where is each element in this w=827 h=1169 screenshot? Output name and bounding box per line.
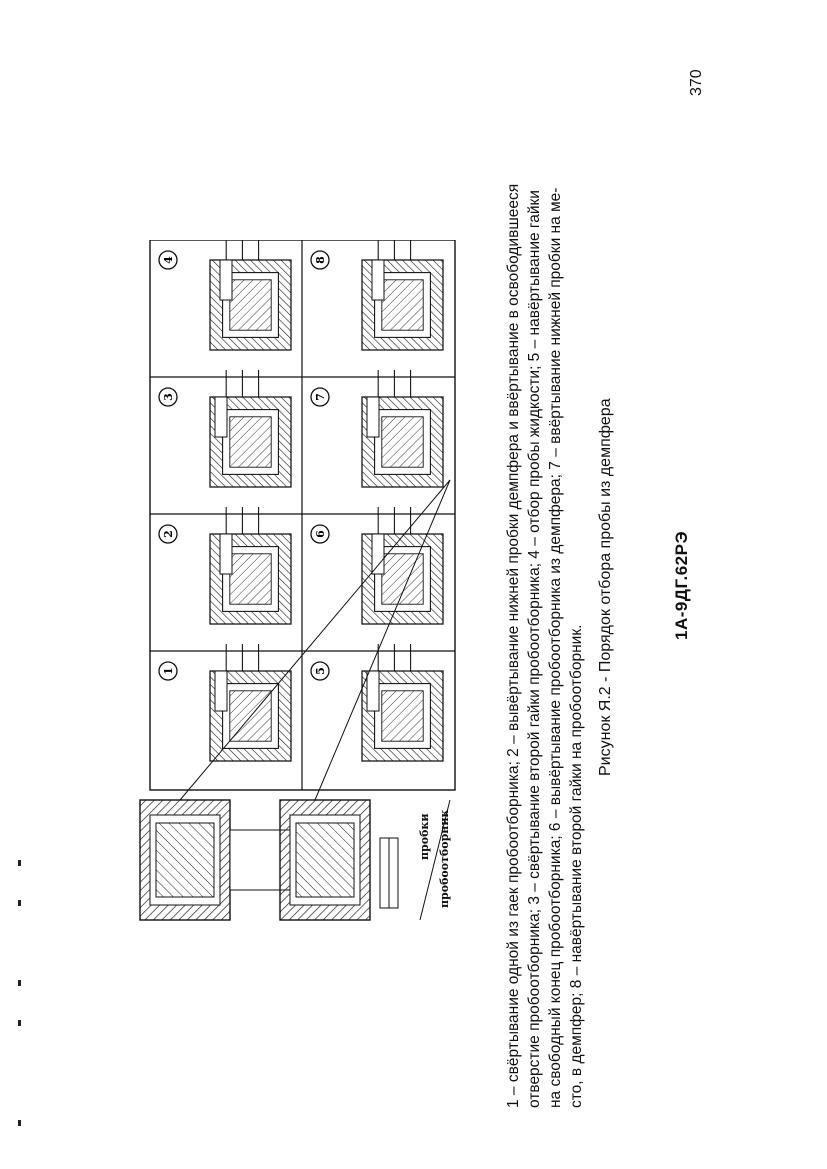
step-panel: 2 [158, 506, 292, 625]
step-number: 5 [314, 667, 327, 675]
legend-line: 1 – свёртывание одной из гаек пробоотбор… [505, 183, 522, 1108]
damper-sampling-figure: 1 2 3 4 5 6 7 8 [139, 240, 456, 921]
sampler-shaft [219, 259, 233, 301]
sampler-shaft [214, 670, 228, 712]
step-number-circle [158, 661, 178, 681]
step-panel: 7 [310, 369, 444, 488]
sampler-shaft [214, 396, 228, 438]
overview-damper-drawing [139, 479, 451, 921]
legend-line: отверстие пробоотборника; 3 – свёртывани… [526, 190, 543, 1108]
sampler-shaft [219, 533, 233, 575]
step-number: 8 [314, 256, 327, 264]
sampler-shaft [366, 396, 380, 438]
scan-mark [18, 1120, 21, 1126]
step-panel: 1 [158, 643, 292, 762]
sampler-shaft [371, 259, 385, 301]
step-number-circle [310, 250, 330, 270]
legend-line: сто, в демпфер; 8 – навёртывание второй … [568, 624, 585, 1108]
scan-mark [18, 900, 21, 906]
step-number: 4 [162, 256, 175, 264]
step-number: 7 [314, 393, 327, 401]
step-number: 6 [314, 530, 327, 538]
step-number-circle [310, 661, 330, 681]
figure-caption: Рисунок Я.2 - Порядок отбора пробы из де… [597, 398, 614, 776]
step-panel: 3 [158, 369, 292, 488]
step-panel: 5 [310, 643, 444, 762]
scan-mark [18, 980, 21, 986]
scan-mark [18, 1020, 21, 1026]
figure-legend: 1 – свёртывание одной из гаек пробоотбор… [503, 68, 587, 1108]
page-number: 370 [688, 69, 705, 96]
step-number: 1 [162, 667, 175, 675]
legend-line: на свободный конец пробоотборника; 6 – в… [547, 187, 564, 1108]
step-number: 3 [162, 393, 175, 401]
document-code: 1А-9ДГ.62РЭ [672, 530, 691, 640]
step-panel: 6 [310, 506, 444, 625]
step-number-circle [310, 387, 330, 407]
sampler-label: пробоотборник [438, 809, 451, 908]
step-panel: 4 [158, 240, 292, 351]
scan-mark [18, 860, 21, 866]
step-number-circle [310, 524, 330, 544]
step-number-circle [158, 387, 178, 407]
step-number-circle [158, 524, 178, 544]
plugs-label: пробки [418, 813, 431, 860]
step-number: 2 [162, 530, 175, 538]
sampler-shaft [366, 670, 380, 712]
step-number-circle [158, 250, 178, 270]
step-panel: 8 [310, 240, 444, 351]
sampler-shaft [371, 533, 385, 575]
